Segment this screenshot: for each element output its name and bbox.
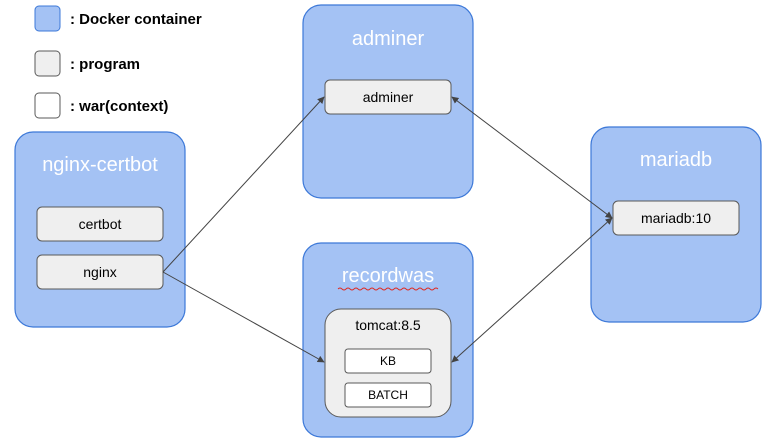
program-label-nginx: nginx bbox=[83, 264, 116, 280]
war-label-batch: BATCH bbox=[368, 388, 408, 402]
legend-label-program: : program bbox=[70, 56, 140, 73]
program-adminer: adminer bbox=[324, 79, 452, 115]
legend-swatch-program bbox=[34, 50, 61, 77]
container-title-mariadb: mariadb bbox=[640, 149, 712, 171]
legend-label-docker-container: : Docker container bbox=[70, 11, 202, 28]
container-title-adminer: adminer bbox=[352, 28, 425, 50]
legend-item-war: : war(context) bbox=[34, 92, 168, 119]
arrow-nginx-to-tomcat bbox=[162, 271, 325, 363]
connections bbox=[162, 96, 613, 363]
program-certbot: certbot bbox=[36, 206, 164, 242]
legend-item-program: : program bbox=[34, 50, 140, 77]
war-kb: KB bbox=[344, 348, 432, 374]
program-box-mariadb bbox=[612, 200, 740, 236]
program-label-adminer: adminer bbox=[363, 89, 414, 105]
container-mariadb: mariadb mariadb:10 bbox=[590, 126, 762, 323]
legend-swatch-container bbox=[34, 5, 61, 32]
container-nginx-certbot: nginx-certbot certbot nginx bbox=[14, 131, 186, 328]
legend: : Docker container : program : war(conte… bbox=[34, 5, 202, 119]
program-box-adminer bbox=[324, 79, 452, 115]
container-title-recordwas: recordwas bbox=[342, 265, 434, 287]
legend-item-docker-container: : Docker container bbox=[34, 5, 202, 32]
program-box-certbot bbox=[36, 206, 164, 242]
container-recordwas: recordwas tomcat:8.5 KB BATCH bbox=[302, 242, 474, 438]
legend-label-war: : war(context) bbox=[70, 98, 168, 115]
war-box-kb bbox=[344, 348, 432, 374]
war-label-kb: KB bbox=[380, 354, 396, 368]
program-label-certbot: certbot bbox=[79, 216, 122, 232]
war-box-batch bbox=[344, 382, 432, 408]
container-adminer: adminer adminer bbox=[302, 4, 474, 199]
arrow-adminer-mariadb bbox=[451, 96, 613, 219]
program-label-mariadb: mariadb:10 bbox=[641, 210, 711, 226]
war-batch: BATCH bbox=[344, 382, 432, 408]
program-mariadb: mariadb:10 bbox=[612, 200, 740, 236]
program-nginx: nginx bbox=[36, 254, 164, 290]
arrow-nginx-to-adminer bbox=[162, 96, 325, 273]
program-tomcat: tomcat:8.5 KB BATCH bbox=[324, 308, 452, 418]
program-label-tomcat: tomcat:8.5 bbox=[355, 317, 421, 333]
legend-swatch-war bbox=[34, 92, 61, 119]
arrow-tomcat-mariadb bbox=[451, 217, 613, 363]
spellcheck-underline bbox=[337, 287, 439, 291]
container-title-nginx-certbot: nginx-certbot bbox=[42, 154, 158, 176]
